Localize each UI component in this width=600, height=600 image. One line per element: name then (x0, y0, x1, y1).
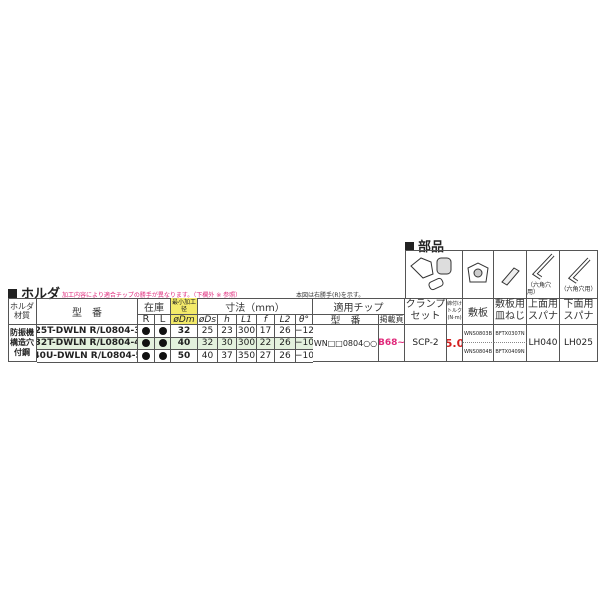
bottom-wrench-illustration: （六角穴用） (560, 250, 598, 298)
header-l1: L1 (237, 315, 257, 325)
stock-l-cell (155, 350, 171, 363)
seat-screw-cell: BFTX0409N (494, 343, 527, 362)
header-tip-model: 型 番 (313, 315, 379, 325)
seat-screw-cell: BFTX0307N (494, 325, 527, 343)
header-model: 型 番 (37, 298, 138, 325)
torque-cell: 5.0 (447, 325, 463, 362)
header-h: h (218, 315, 237, 325)
ds-cell: 32 (198, 337, 218, 350)
top-wrench-cell: LH040 (527, 325, 560, 362)
l1-cell: 300 (237, 325, 257, 338)
header-r: R (138, 315, 155, 325)
header-clamp: クランプセット (405, 298, 447, 325)
header-theta: θ° (296, 315, 313, 325)
dm-cell: 32 (171, 325, 198, 338)
header-tip: 適用チップ (313, 298, 405, 315)
wrench-caption: （六角穴用） (527, 282, 552, 296)
theta-cell: −10 (296, 350, 313, 363)
l2-cell: 26 (275, 350, 296, 363)
seat-cell: WNS0803B (463, 325, 494, 343)
in-stock-dot (158, 351, 167, 360)
header-seat-screw: 敷板用皿ねじ (494, 298, 527, 325)
tip-model-cell: WN□□0804○○ (313, 325, 379, 362)
material-cell: 防振機構造穴付鋼 (8, 325, 37, 362)
header-bottom-wrench: 下面用スパナ (560, 298, 598, 325)
ds-cell: 25 (198, 325, 218, 338)
f-cell: 22 (257, 337, 275, 350)
figure-note: 本図は右勝手(R)を示す。 (296, 292, 365, 299)
dm-cell: 50 (171, 350, 198, 363)
header-dims: 寸法（mm） (198, 298, 313, 315)
header-ds: øDs (198, 315, 218, 325)
in-stock-dot (142, 339, 150, 348)
in-stock-dot (142, 351, 150, 360)
f-cell: 17 (257, 325, 275, 338)
header-material: ホルダ材質 (8, 298, 37, 325)
clamp-set-icon (409, 257, 451, 291)
model-cell: D25T-DWLN R/L0804-32 (37, 325, 138, 338)
in-stock-dot (158, 326, 167, 335)
h-cell: 37 (218, 350, 237, 363)
theta-cell: −10 (296, 338, 313, 350)
clamp-set-illustration (405, 250, 463, 298)
bottom-wrench-cell: LH025 (560, 325, 598, 362)
stock-r-cell (138, 325, 155, 338)
in-stock-dot (158, 339, 167, 348)
stock-l-cell (155, 325, 171, 338)
header-l2: L2 (275, 315, 296, 325)
ds-cell: 40 (198, 350, 218, 363)
header-seat: 敷板 (463, 298, 494, 325)
seat-icon (467, 262, 489, 283)
theta-cell: −12 (296, 325, 313, 338)
in-stock-dot (142, 326, 150, 335)
holder-note: 加工内容により適合チップの勝手が異なります。（下欄外 ※ 参照） (62, 292, 242, 299)
header-top-wrench: 上面用スパナ (527, 298, 560, 325)
dm-cell: 40 (171, 337, 198, 350)
model-cell: D32T-DWLN R/L0804-40 (37, 337, 138, 350)
header-stock: 在庫 (138, 298, 171, 315)
screw-icon (501, 267, 520, 286)
stock-r-cell (138, 337, 155, 350)
parts-title-text: 部品 (418, 240, 445, 255)
h-cell: 30 (218, 337, 237, 350)
header-torque: 締付けトルク(N·m) (447, 298, 463, 325)
seat-cell: WNS0804B (463, 343, 494, 362)
wrench-caption: （六角穴用） (560, 285, 597, 293)
header-min-dia: 最小加工径 (171, 298, 198, 315)
header-l: L (155, 315, 171, 325)
screw-illustration (494, 250, 527, 298)
stock-l-cell (155, 337, 171, 350)
l2-cell: 26 (275, 325, 296, 338)
l1-cell: 350 (237, 350, 257, 363)
parts-title: 部品 (405, 236, 444, 255)
h-cell: 23 (218, 325, 237, 338)
seat-illustration (463, 250, 494, 298)
hex-wrench-icon (531, 253, 555, 280)
top-wrench-illustration: （六角穴用） (527, 250, 560, 298)
l2-cell: 26 (275, 337, 296, 350)
header-page: 掲載頁 (379, 315, 405, 325)
l1-cell: 300 (237, 337, 257, 350)
page-link[interactable]: B68~ (379, 325, 405, 362)
f-cell: 27 (257, 350, 275, 363)
header-f: f (257, 315, 275, 325)
header-dm: øDm (171, 315, 198, 325)
hex-wrench-icon (567, 257, 590, 284)
model-cell: D40U-DWLN R/L0804-50 (37, 350, 138, 363)
stock-r-cell (138, 350, 155, 363)
spec-table (8, 298, 598, 362)
clamp-cell: SCP-2 (405, 325, 447, 362)
